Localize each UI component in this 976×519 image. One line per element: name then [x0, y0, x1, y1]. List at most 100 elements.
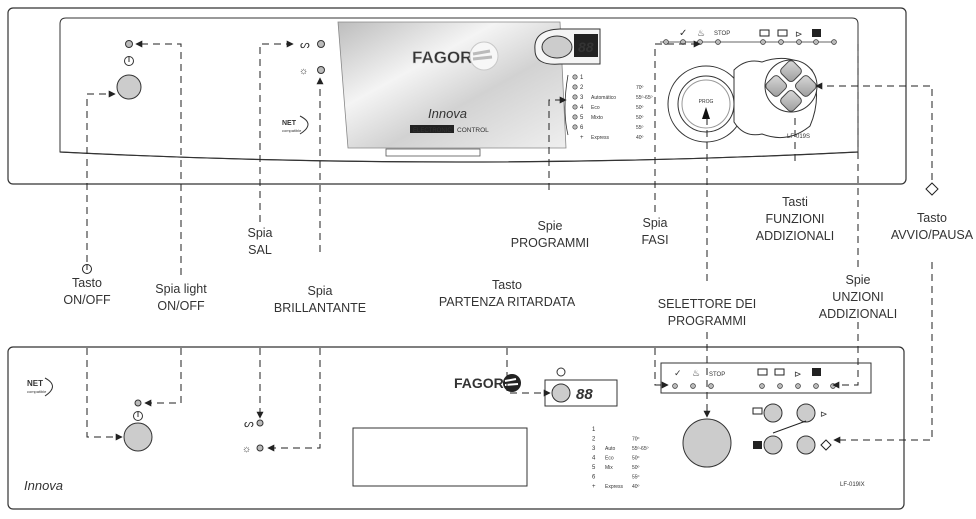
bottom-net-sub: compatible [27, 389, 47, 394]
top-program-label: Mixto [591, 115, 603, 121]
bottom-onoff-button[interactable] [123, 422, 153, 452]
electronic-plate [410, 125, 454, 133]
bottom-program-label: Express [605, 484, 624, 490]
top-program-num: 4 [580, 105, 584, 111]
callout-spia-fasi: Spia FASI [641, 215, 668, 249]
top-salt-icon: ᔕ [300, 39, 310, 51]
bottom-delay-button[interactable] [551, 383, 571, 403]
electronic-text: ELECTRONIC [413, 128, 452, 134]
bottom-program-row: 1 [592, 427, 596, 433]
callout-tasti-funzioni-line-2: FUNZIONI [765, 212, 825, 226]
top-phase-stop: STOP [714, 31, 730, 37]
bottom-func-icon-1 [757, 368, 768, 376]
bottom-program-num: 3 [592, 446, 596, 452]
bottom-program-temp: 55º [632, 475, 640, 481]
bottom-func-button-1[interactable] [763, 403, 783, 423]
callout-spia-fasi-line-1: Spia [642, 216, 668, 230]
bottom-start-button[interactable] [796, 435, 816, 455]
top-model-script: Innova [428, 106, 467, 121]
top-net-logo: NET compatible [282, 115, 309, 135]
bottom-program-selector[interactable] [682, 418, 732, 468]
bottom-rinse-light [256, 444, 264, 452]
top-program-num: 6 [580, 125, 584, 131]
top-phase-led [715, 39, 721, 45]
bottom-salt-light [256, 419, 264, 427]
bottom-program-label: Eco [605, 456, 614, 462]
top-phase-dry-icon: ✓ [679, 28, 687, 39]
callout-spia-sal-line-2: SAL [248, 243, 272, 257]
top-rinse-light [317, 66, 325, 74]
top-program-led [572, 114, 578, 120]
top-phase-led [760, 39, 766, 45]
callout-tasti-funzioni: Tasti FUNZIONI ADDIZIONALI [756, 194, 835, 245]
callout-spia-light: Spia light ON/OFF [155, 281, 206, 315]
bottom-brand-logo: FAGOR [454, 374, 521, 392]
bottom-program-num: + [592, 484, 596, 490]
top-program-led [572, 84, 578, 90]
top-phase-wash-icon: ♨ [697, 28, 705, 38]
bottom-func-button-2[interactable] [796, 403, 816, 423]
bottom-func-button-3[interactable] [763, 435, 783, 455]
top-salt-light [317, 40, 325, 48]
top-onoff-button[interactable] [116, 74, 142, 100]
top-program-selector[interactable]: PROG [667, 65, 745, 143]
bottom-phase-wash-icon: ♨ [692, 368, 700, 378]
bottom-delay-icon [556, 367, 566, 377]
top-program-led [572, 124, 578, 130]
callout-tasto-onoff-line-2: ON/OFF [63, 293, 111, 307]
callout-spia-brillantante: Spia BRILLANTANTE [274, 283, 366, 317]
callout-spie-unzioni-line-2: UNZIONI [832, 290, 884, 304]
bottom-phase-led [672, 383, 678, 389]
callout-spia-fasi-line-2: FASI [641, 233, 669, 247]
top-program-label: Express [591, 135, 610, 141]
top-program-num: + [580, 135, 584, 141]
top-phase-led [663, 39, 669, 45]
bottom-display-digits: 88 [576, 386, 593, 403]
bottom-power-icon [133, 411, 143, 421]
callout-tasto-avvio-line-1: Tasto [917, 211, 947, 225]
callout-spia-light-line-2: ON/OFF [157, 299, 205, 313]
callout-selettore-line-1: SELETTORE DEI [657, 297, 757, 311]
callout-lines [86, 40, 933, 452]
callout-spia-light-line-1: Spia light [155, 282, 207, 296]
top-function-buttons[interactable] [733, 57, 818, 139]
callout-spia-brillantante-line-1: Spia [307, 284, 333, 298]
top-delay-button[interactable] [541, 35, 573, 59]
bottom-program-num: 4 [592, 456, 596, 462]
bottom-program-temp: 50º [632, 465, 640, 471]
top-program-temp: 70º [636, 85, 644, 91]
bottom-program-temp: 50º [632, 456, 640, 462]
top-func-icon-3: ⊳ [795, 29, 803, 39]
bottom-phase-led [759, 383, 765, 389]
callout-spia-brillantante-line-2: BRILLANTANTE [273, 301, 367, 315]
callout-spie-programmi-line-2: PROGRAMMI [510, 236, 590, 250]
top-phase-led [697, 39, 703, 45]
control-text: CONTROL [457, 127, 489, 134]
bottom-program-num: 5 [592, 465, 596, 471]
callout-tasto-partenza: Tasto PARTENZA RITARDATA [439, 277, 575, 311]
bottom-program-label: Auto [605, 446, 616, 452]
callout-spia-sal: Spia SAL [247, 225, 272, 259]
top-func-icon-4 [812, 29, 821, 37]
bottom-function-buttons[interactable]: ⊳ [752, 403, 832, 455]
top-rinse-icon: ☼ [299, 66, 308, 77]
bottom-onoff-light [134, 399, 142, 407]
bottom-phase-stop: STOP [709, 372, 725, 378]
bottom-fbtn-icon-1 [752, 407, 763, 415]
top-func-icon-1 [759, 29, 770, 37]
callout-tasto-partenza-line-2: PARTENZA RITARDATA [438, 295, 576, 309]
bottom-phase-led [813, 383, 819, 389]
top-display [574, 34, 598, 57]
bottom-phase-indicators: ✓ ♨ STOP ⊳ [660, 362, 872, 394]
top-func-icon-2 [777, 29, 788, 37]
